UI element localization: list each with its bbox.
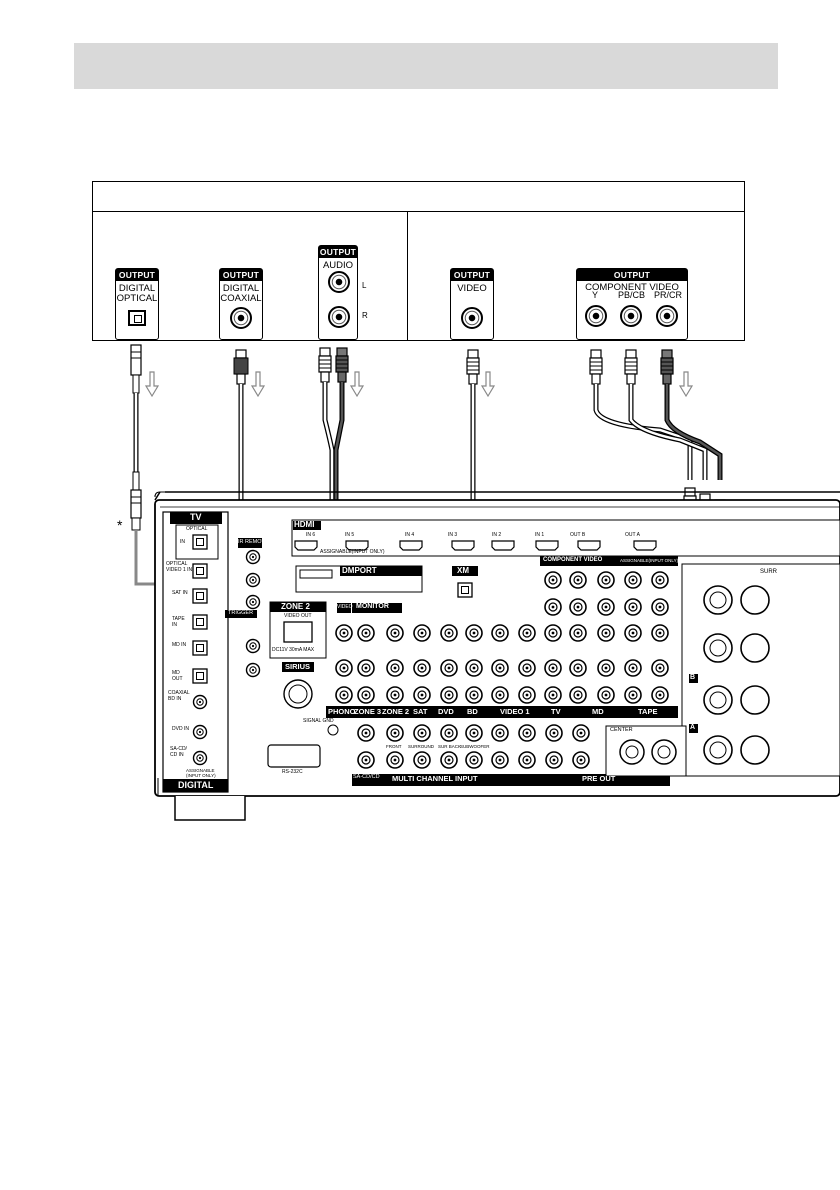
video-jack[interactable] xyxy=(461,307,483,329)
digital-optical-label: DIGITAL OPTICAL xyxy=(116,283,158,304)
audio-left-label: L xyxy=(362,281,367,290)
component-tag: OUTPUT xyxy=(577,269,687,281)
component-video-grid xyxy=(540,556,678,718)
digital-input-jacks xyxy=(175,524,219,766)
digital-coaxial-tag: OUTPUT xyxy=(220,269,262,281)
zone2-sirius-section xyxy=(267,601,339,768)
component-y-jack[interactable] xyxy=(585,305,607,327)
component-video-output: OUTPUT COMPONENT VIDEO xyxy=(576,268,688,340)
source-device-panel xyxy=(92,181,745,341)
component-pr-jack[interactable] xyxy=(656,305,678,327)
device-top-strip xyxy=(93,182,744,212)
video-output: OUTPUT VIDEO xyxy=(450,268,494,340)
video-label: VIDEO xyxy=(457,283,487,294)
audio-label: AUDIO xyxy=(322,260,354,271)
component-label: COMPONENT VIDEO xyxy=(585,282,679,293)
digital-optical-port[interactable] xyxy=(128,310,146,326)
digital-optical-output: OUTPUT DIGITAL OPTICAL xyxy=(115,268,159,340)
header-bar xyxy=(74,43,778,89)
audio-tag: OUTPUT xyxy=(319,246,357,258)
audio-right-jack[interactable] xyxy=(328,306,350,328)
ir-remote-trigger xyxy=(225,538,262,678)
audio-left-jack[interactable] xyxy=(328,271,350,293)
speaker-terminals xyxy=(605,563,840,777)
video-tag: OUTPUT xyxy=(451,269,493,281)
dmport-section xyxy=(295,565,478,598)
audio-right-label: R xyxy=(362,311,368,320)
component-pb-label: PB/CB xyxy=(618,290,646,300)
digital-coaxial-jack[interactable] xyxy=(230,307,252,329)
component-pb-jack[interactable] xyxy=(620,305,642,327)
hdmi-section xyxy=(291,519,840,557)
component-y-label: Y xyxy=(592,290,599,300)
digital-optical-tag: OUTPUT xyxy=(116,269,158,281)
device-divider xyxy=(407,211,408,340)
digital-coaxial-label: DIGITAL COAXIAL xyxy=(220,283,262,304)
analog-jack-grid xyxy=(326,603,670,786)
component-pr-label: PR/CR xyxy=(654,290,683,300)
